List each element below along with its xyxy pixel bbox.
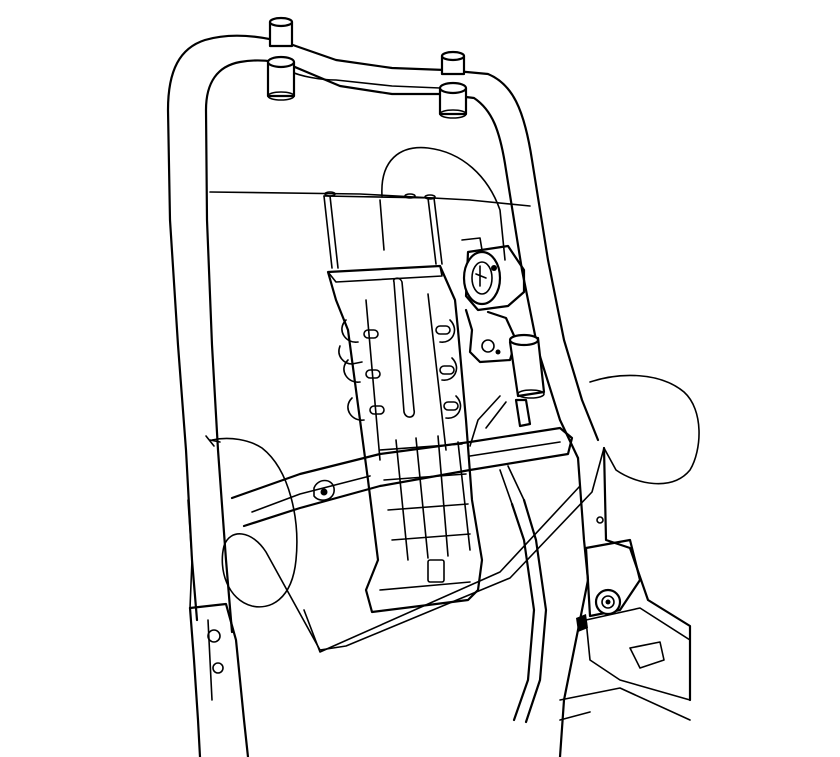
headrest-guide-post-left-front <box>266 55 296 101</box>
upper-cable-loop <box>381 146 506 261</box>
upper-cross-wire <box>209 191 531 207</box>
lumbar-suspension-wires <box>323 191 443 269</box>
headrest-guide-post-right-rear <box>440 50 466 76</box>
seat-back-frame-tube <box>166 34 600 634</box>
headrest-guide-post-left-rear <box>268 16 294 48</box>
left-side-wire <box>211 437 605 651</box>
right-recliner-mechanism <box>558 446 692 757</box>
lower-cable-sheath <box>510 502 536 722</box>
left-recliner-bracket <box>187 499 250 757</box>
right-side-wire <box>589 374 700 485</box>
headrest-guide-post-right-front <box>438 81 468 119</box>
lumbar-support-plate <box>326 264 484 614</box>
lower-cross-rail <box>230 426 574 528</box>
lumbar-motor-assembly <box>461 237 546 447</box>
